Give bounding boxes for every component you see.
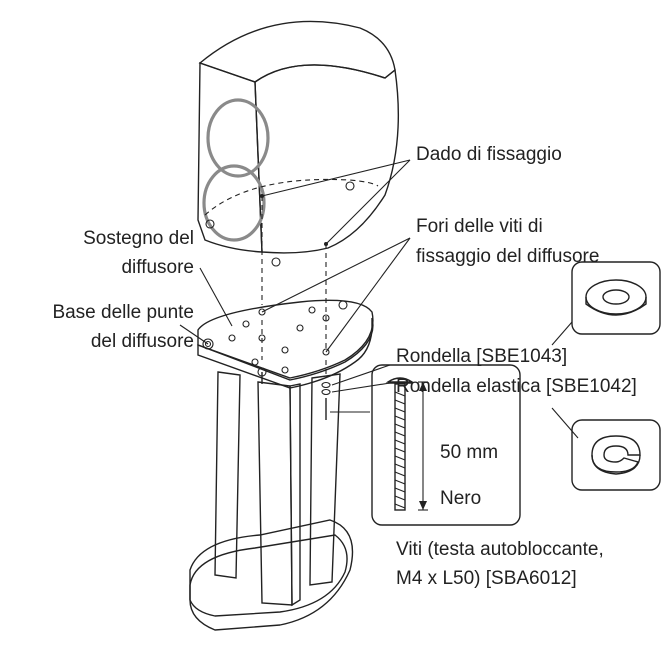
flat-washer-icon [585,279,647,316]
screws-label-2: M4 x L50) [SBA6012] [396,568,577,589]
plate-holes [202,300,348,377]
screw-length-label: 50 mm [440,442,498,463]
lower-driver-ring [202,164,266,242]
speaker-stand [189,299,374,631]
locking-nut-label: Dado di fissaggio [416,144,562,165]
speaker-support-label-2: diffusore [121,257,194,278]
speaker-cabinet [197,20,400,267]
speaker-holes-label-1: Fori delle viti di [416,216,543,237]
screw-icon [385,377,415,511]
flat-washer-callout [571,261,661,335]
screw-callout: 50 mm Nero [371,364,521,526]
speaker-holes-label-2: fissaggio del diffusore [416,246,599,267]
spring-washer-icon [591,435,641,475]
speaker-support-label-1: Sostegno del [83,228,194,249]
spring-washer-callout [571,419,661,491]
washer-label: Rondella [SBE1043] [396,346,567,367]
screw-color-label: Nero [440,488,481,509]
length-dimension [418,381,428,511]
upper-driver-ring [206,98,270,178]
spike-base-label-1: Base delle punte [52,302,194,323]
leader-lines [179,159,579,439]
screws-label-1: Viti (testa autobloccante, [396,539,604,560]
spring-washer-label: Rondella elastica [SBE1042] [396,376,637,397]
spike-base-label-2: del diffusore [91,331,194,352]
